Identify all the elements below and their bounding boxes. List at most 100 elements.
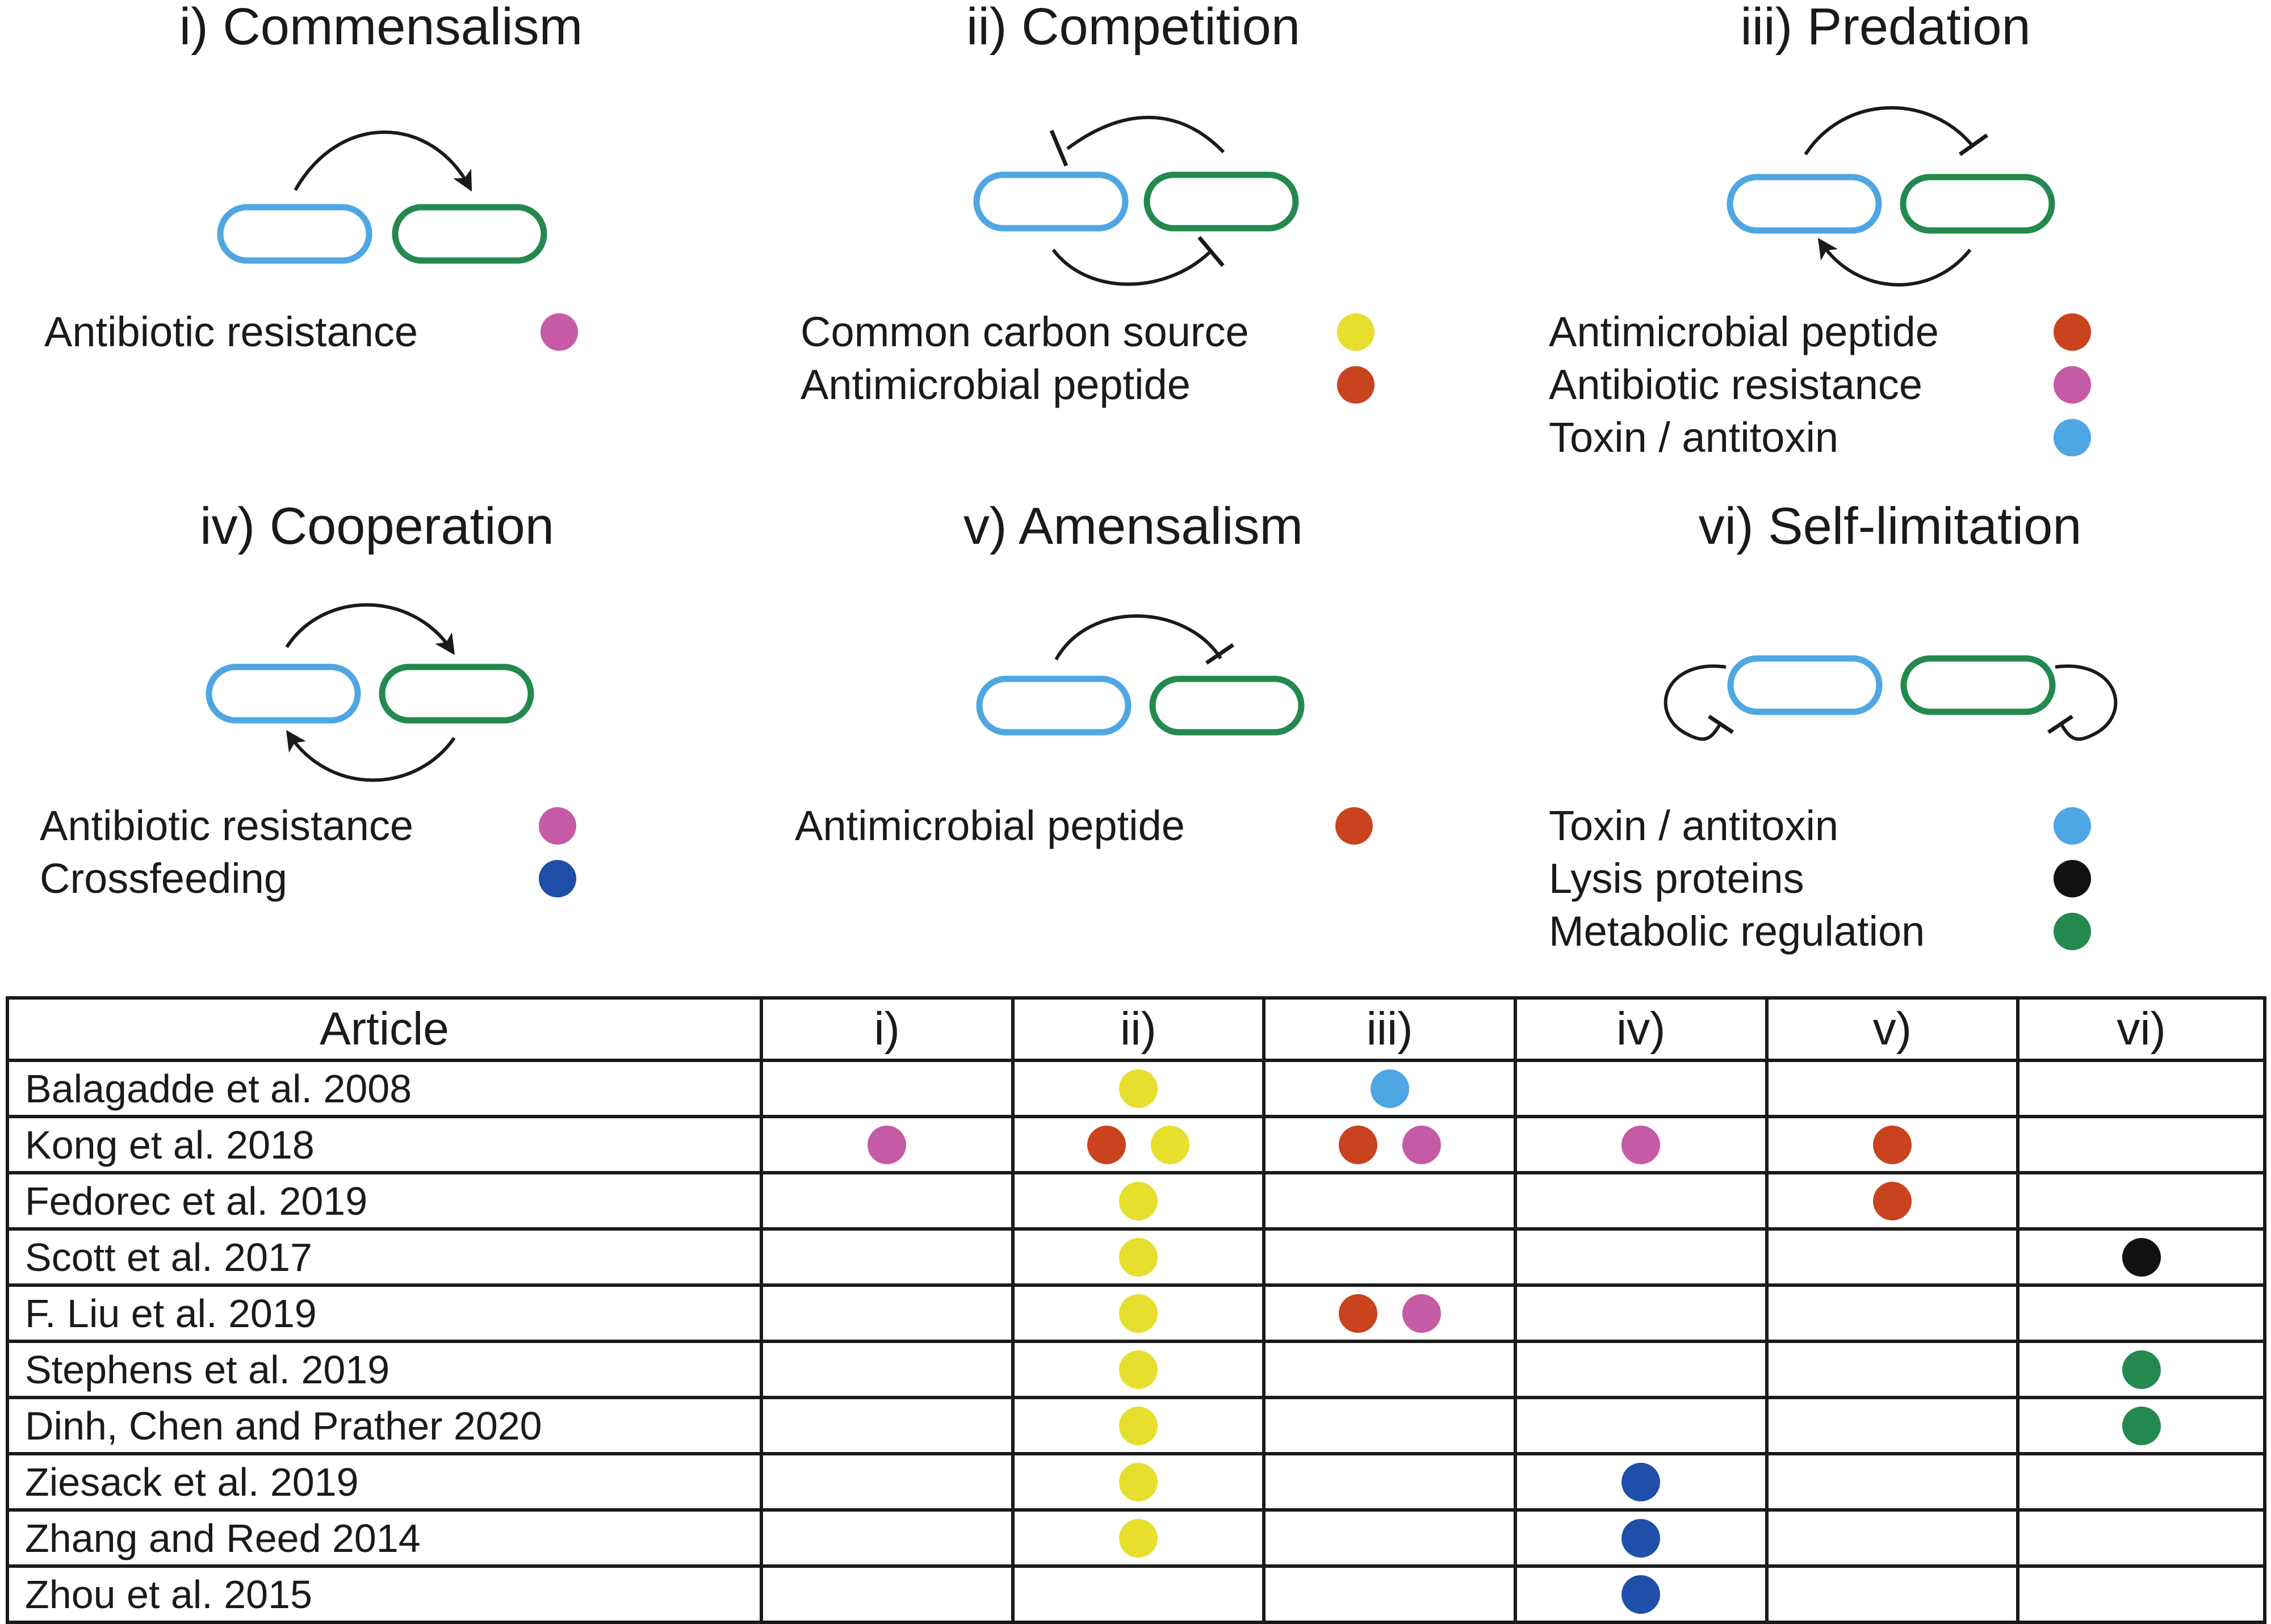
table-cell-col-2 xyxy=(1011,1283,1266,1343)
table-cell-col-5 xyxy=(1765,1227,2020,1287)
legend-label-common-carbon-source: Common carbon source xyxy=(801,308,1249,355)
table-cell-col-2 xyxy=(1011,1115,1266,1174)
legend-dot-antibiotic-resistance xyxy=(540,313,578,351)
table-cell-col-2 xyxy=(1011,1059,1266,1118)
header-article: Article xyxy=(6,996,763,1062)
table-cell-col-6 xyxy=(2016,1452,2266,1512)
bacterium-green-cooperation xyxy=(379,664,534,724)
legend-label-crossfeeding: Crossfeeding xyxy=(40,855,287,902)
mechanism-dot-antibiotic-resistance xyxy=(1621,1125,1661,1164)
article-name: Fedorec et al. 2019 xyxy=(6,1171,763,1231)
legend-dot-toxin-antitoxin xyxy=(2054,419,2091,456)
table-cell-col-5 xyxy=(1765,1171,2020,1231)
table-cell-col-3 xyxy=(1262,1283,1517,1343)
table-cell-col-5 xyxy=(1765,1059,2020,1118)
mechanism-dot-common-carbon-source xyxy=(1118,1406,1158,1445)
legend-dot-lysis-proteins xyxy=(2054,860,2091,897)
header-col-5: v) xyxy=(1765,996,2020,1062)
mechanism-dot-toxin-antitoxin xyxy=(1370,1069,1409,1108)
mechanism-dot-antibiotic-resistance xyxy=(1402,1125,1441,1164)
mechanism-dot-common-carbon-source xyxy=(1118,1181,1158,1220)
table-cell-col-6 xyxy=(2016,1508,2266,1568)
mechanism-dot-metabolic-regulation xyxy=(2122,1350,2161,1389)
header-col-4: iv) xyxy=(1513,996,1769,1062)
mechanism-dot-antimicrobial-peptide xyxy=(1872,1125,1912,1164)
table-cell-col-4 xyxy=(1513,1396,1769,1455)
table-cell-col-6 xyxy=(2016,1059,2266,1118)
table-cell-col-3 xyxy=(1262,1059,1517,1118)
article-name: Balagadde et al. 2008 xyxy=(6,1059,763,1118)
mechanism-dot-antimicrobial-peptide xyxy=(1087,1125,1126,1164)
table-cell-col-5 xyxy=(1765,1115,2020,1174)
table-row: Ziesack et al. 2019 xyxy=(6,1452,2266,1512)
table-cell-col-4 xyxy=(1513,1340,1769,1399)
table-cell-col-2 xyxy=(1011,1227,1266,1287)
article-name: Kong et al. 2018 xyxy=(6,1115,763,1174)
table-cell-col-4 xyxy=(1513,1283,1769,1343)
table-cell-col-1 xyxy=(759,1171,1015,1231)
bacterium-green-competition xyxy=(1143,171,1299,232)
predation-inhibit-bar xyxy=(1958,133,1989,156)
table-cell-col-5 xyxy=(1765,1508,2020,1568)
mechanism-dot-antimicrobial-peptide xyxy=(1338,1294,1377,1333)
legend-label-metabolic-regulation: Metabolic regulation xyxy=(1549,908,1925,955)
table-cell-col-3 xyxy=(1262,1396,1517,1455)
article-name: Ziesack et al. 2019 xyxy=(6,1452,763,1512)
header-col-3: iii) xyxy=(1262,996,1517,1062)
legend-label-toxin-antitoxin: Toxin / antitoxin xyxy=(1549,802,1838,849)
legend-label-antimicrobial-peptide: Antimicrobial peptide xyxy=(1549,308,1939,355)
self-limitation-inhibit-left xyxy=(1664,664,1727,741)
table-cell-col-2 xyxy=(1011,1452,1266,1512)
mechanism-dot-crossfeeding xyxy=(1621,1518,1661,1558)
table-row: Scott et al. 2017 xyxy=(6,1227,2266,1287)
panel-title-commensalism: i) Commensalism xyxy=(179,0,583,56)
table-cell-col-4 xyxy=(1513,1171,1769,1231)
bacterium-blue-commensalism xyxy=(217,204,372,264)
table-row: Balagadde et al. 2008 xyxy=(6,1059,2266,1118)
table-cell-col-1 xyxy=(759,1059,1015,1118)
article-name: Dinh, Chen and Prather 2020 xyxy=(6,1396,763,1455)
amensalism-inhibit-bar xyxy=(1205,643,1234,665)
legend-dot-crossfeeding xyxy=(539,860,576,897)
mechanism-dot-antimicrobial-peptide xyxy=(1872,1181,1912,1220)
legend-dot-toxin-antitoxin xyxy=(2054,807,2091,845)
legend-dot-antimicrobial-peptide xyxy=(1335,807,1373,845)
table-cell-col-3 xyxy=(1262,1115,1517,1174)
header-col-1: i) xyxy=(759,996,1015,1062)
article-name: Zhang and Reed 2014 xyxy=(6,1508,763,1568)
panel-title-amensalism: v) Amensalism xyxy=(963,497,1303,555)
table-cell-col-1 xyxy=(759,1227,1015,1287)
legend-label-toxin-antitoxin: Toxin / antitoxin xyxy=(1549,414,1838,461)
article-name: Scott et al. 2017 xyxy=(6,1227,763,1287)
table-cell-col-2 xyxy=(1011,1171,1266,1231)
table-cell-col-6 xyxy=(2016,1171,2266,1231)
mechanism-dot-common-carbon-source xyxy=(1118,1518,1158,1558)
table-cell-col-6 xyxy=(2016,1340,2266,1399)
table-cell-col-4 xyxy=(1513,1452,1769,1512)
competition-inhibit-bottom xyxy=(1051,249,1211,286)
mechanism-dot-common-carbon-source xyxy=(1150,1125,1189,1164)
bacterium-green-self-limitation xyxy=(1900,655,2056,715)
mechanism-dot-metabolic-regulation xyxy=(2122,1406,2161,1445)
table-row: Dinh, Chen and Prather 2020 xyxy=(6,1396,2266,1455)
table-cell-col-5 xyxy=(1765,1283,2020,1343)
mechanism-dot-antibiotic-resistance xyxy=(1402,1294,1441,1333)
bacterium-blue-amensalism xyxy=(976,675,1132,736)
table-row: Fedorec et al. 2019 xyxy=(6,1171,2266,1231)
predation-inhibit xyxy=(1804,106,1975,156)
table-cell-col-4 xyxy=(1513,1227,1769,1287)
legend-dot-antibiotic-resistance xyxy=(2054,366,2091,404)
table-cell-col-1 xyxy=(759,1452,1015,1512)
legend-label-antimicrobial-peptide: Antimicrobial peptide xyxy=(795,802,1185,849)
legend-dot-metabolic-regulation xyxy=(2054,913,2091,950)
legend-label-antibiotic-resistance: Antibiotic resistance xyxy=(40,802,413,849)
